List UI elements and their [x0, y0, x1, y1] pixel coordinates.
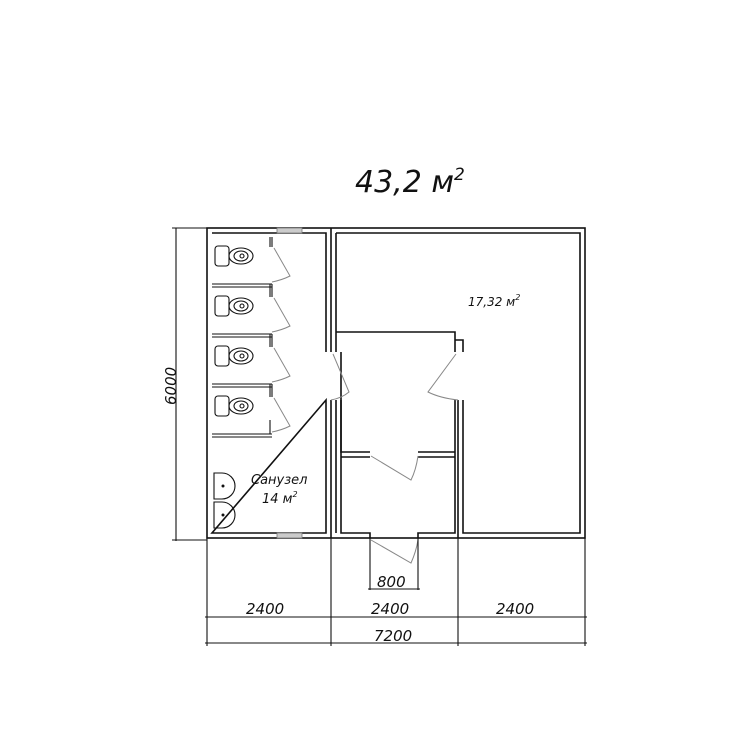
dimension-lines: [172, 227, 587, 646]
stall-doors: [271, 247, 291, 433]
outer-walls: [206, 227, 586, 539]
dim-module-2: 2400: [371, 600, 409, 618]
window-top: [276, 227, 303, 234]
room-area-sanuzel: 14 м2: [262, 490, 298, 507]
window-bottom: [276, 532, 303, 539]
total-area-title: 43,2 м2: [355, 165, 465, 200]
dim-module-1: 2400: [246, 600, 284, 618]
dim-height: 6000: [162, 367, 180, 405]
room-name-sanuzel: Санузел: [251, 473, 307, 488]
toilet-stalls: [212, 237, 273, 438]
dim-door: 800: [377, 573, 406, 591]
hall-doors: [330, 353, 459, 564]
dim-total: 7200: [374, 627, 412, 645]
sinks: [213, 472, 236, 529]
room-area-main: 17,32 м2: [468, 293, 520, 309]
toilets: [214, 245, 254, 417]
dim-module-3: 2400: [496, 600, 534, 618]
